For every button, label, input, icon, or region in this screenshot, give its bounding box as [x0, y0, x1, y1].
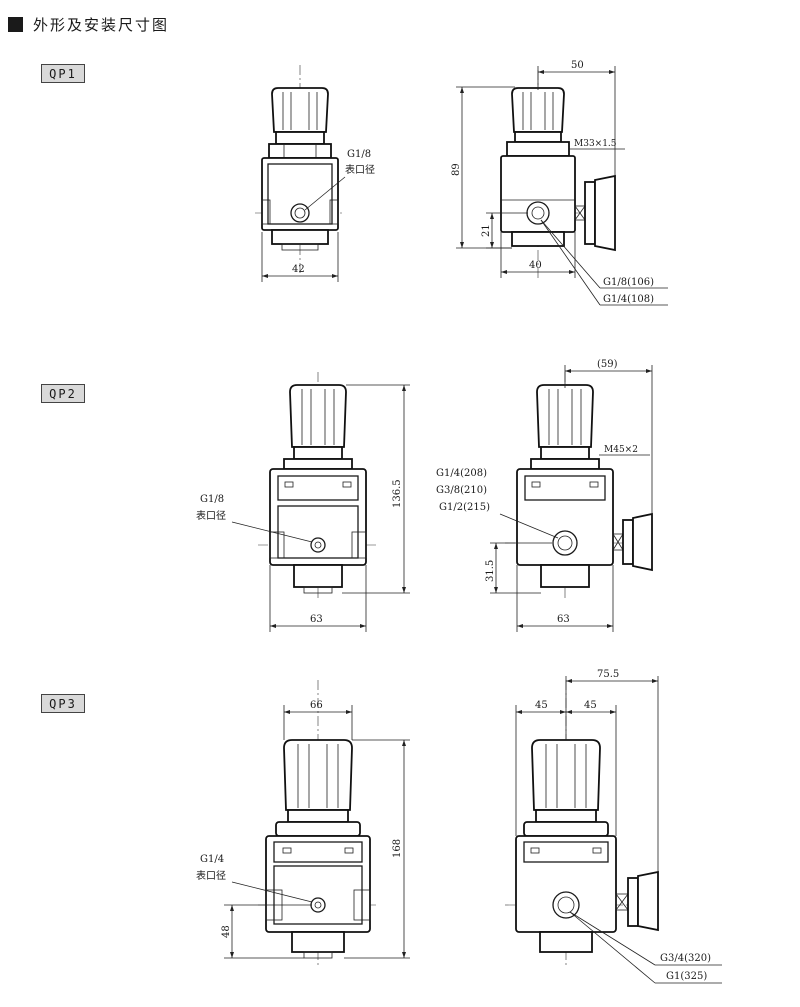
- qp3-front-width: 66: [310, 700, 323, 711]
- qp2-side-view: (59) M45×2 31.5 63 G1/4(208) G3/8(210) G…: [436, 359, 653, 632]
- qp2-front-height: 136.5: [392, 479, 403, 508]
- qp3-front-port-label: G1/4: [200, 854, 224, 865]
- page-title: 外形及安装尺寸图: [33, 15, 170, 34]
- qp1-side-view: 50 M33×1.5 89 21 40 G1/8(106) G1/4(108): [451, 60, 668, 306]
- qp1-side-height: 89: [451, 163, 462, 176]
- qp1-callout-2: G1/4(108): [603, 294, 654, 305]
- qp1-front-port-note: 表口径: [345, 163, 375, 176]
- qp2-callout-3: G1/2(215): [439, 502, 490, 513]
- qp3-side-top-dim: 75.5: [597, 669, 619, 680]
- qp2-front-width: 63: [310, 614, 323, 625]
- qp2-front-port-label: G1/8: [200, 494, 224, 505]
- qp1-side-top-dim: 50: [571, 60, 584, 71]
- qp1-front-port-label: G1/8: [347, 149, 371, 160]
- qp3-front-height: 168: [392, 839, 403, 858]
- qp1-side-thread: M33×1.5: [574, 139, 617, 149]
- qp2-front-port-note: 表口径: [196, 509, 226, 522]
- qp3-side-left-half: 45: [535, 700, 548, 711]
- qp2-side-width: 63: [557, 614, 570, 625]
- qp2-callout-2: G3/8(210): [436, 485, 487, 496]
- qp1-front-width: 42: [292, 264, 305, 275]
- section-header: 外形及安装尺寸图: [8, 14, 169, 34]
- qp1-side-port-height: 21: [481, 224, 492, 237]
- qp1-callout-1: G1/8(106): [603, 277, 654, 288]
- model-tag-qp1: QP1: [41, 64, 85, 83]
- qp2-callout-1: G1/4(208): [436, 468, 487, 479]
- qp1-side-width: 40: [529, 260, 542, 271]
- qp2-front-view: 136.5 63 G1/8 表口径: [196, 372, 410, 632]
- qp2-side-thread: M45×2: [604, 445, 638, 455]
- qp3-front-port-note: 表口径: [196, 869, 226, 882]
- qp3-side-view: 45 45 75.5 G3/4(320) G1(325): [505, 669, 722, 984]
- qp3-side-right-half: 45: [584, 700, 597, 711]
- qp2-side-top-dim: (59): [597, 359, 618, 370]
- qp3-callout-2: G1(325): [666, 971, 707, 982]
- qp3-callout-1: G3/4(320): [660, 953, 711, 964]
- header-square-icon: [8, 16, 23, 32]
- model-tag-qp3: QP3: [41, 694, 85, 713]
- qp3-front-port-height: 48: [221, 925, 232, 938]
- model-tag-qp2: QP2: [41, 384, 85, 403]
- qp2-side-port-height: 31.5: [485, 560, 496, 582]
- qp1-front-view: 42 G1/8 表口径: [255, 65, 375, 282]
- qp3-front-view: 66 168 48 G1/4 表口径: [196, 680, 410, 965]
